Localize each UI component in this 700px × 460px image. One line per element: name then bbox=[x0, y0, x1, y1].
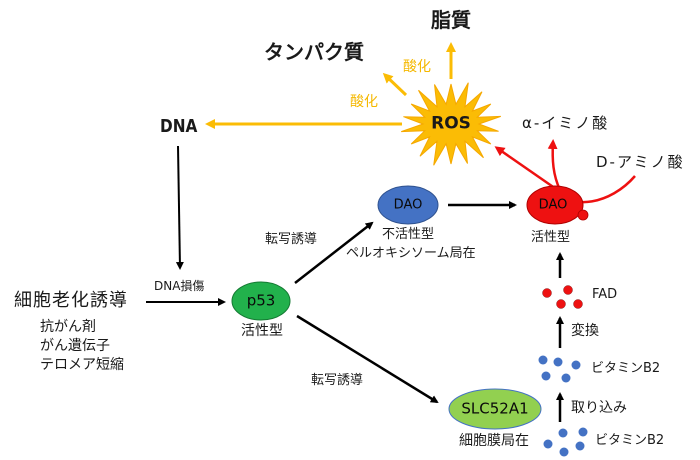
vitamin-dot bbox=[543, 439, 553, 449]
slc52a1-node[interactable] bbox=[448, 388, 542, 430]
vitamin-b2-outer-dots bbox=[543, 427, 588, 457]
conversion-label: 変換 bbox=[571, 323, 599, 339]
transcription-label-dao: 転写誘導 bbox=[265, 232, 318, 247]
fad-dot bbox=[556, 299, 566, 309]
lipid-label: 脂質 bbox=[431, 8, 471, 32]
dao-active-text: DAO bbox=[538, 197, 568, 213]
slc52a1-text: SLC52A1 bbox=[461, 399, 529, 418]
dao-active-state: 活性型 bbox=[531, 230, 571, 245]
vitamin-dot bbox=[559, 447, 569, 457]
alpha-imino-acid-label: α-イミノ酸 bbox=[522, 114, 610, 132]
protein-label: タンパク質 bbox=[264, 40, 364, 64]
fad-dot bbox=[563, 285, 573, 295]
oxidation-label-dna: 酸化 bbox=[350, 94, 378, 110]
fad-dot bbox=[542, 288, 552, 298]
fad-cofactor-dot bbox=[577, 209, 589, 221]
d-amino-acid-label: D-アミノ酸 bbox=[596, 153, 685, 171]
cause-anticancer: 抗がん剤 bbox=[40, 319, 96, 335]
senescence-label: 細胞老化誘導 bbox=[14, 290, 128, 311]
dna-label: DNA bbox=[160, 116, 198, 137]
vitamin-dot bbox=[553, 357, 563, 367]
arrow-dna-down bbox=[175, 145, 184, 270]
vitamin-dot bbox=[538, 355, 548, 365]
dao-inactive-location: ペルオキシソーム局在 bbox=[346, 246, 476, 261]
dna-damage-label: DNA損傷 bbox=[154, 279, 205, 293]
vitamin-dot bbox=[578, 427, 588, 437]
ros-starburst bbox=[401, 82, 501, 166]
fad-dot bbox=[573, 299, 583, 309]
arrow-p53-to-slc bbox=[296, 314, 439, 404]
fad-dots bbox=[542, 285, 583, 309]
arrow-p53-to-dao bbox=[294, 221, 374, 284]
p53-text: p53 bbox=[246, 291, 276, 310]
ros-label: ROS bbox=[431, 113, 471, 134]
vitamin-dot bbox=[561, 373, 571, 383]
vitamin-dot bbox=[558, 428, 568, 438]
p53-node[interactable] bbox=[231, 281, 291, 321]
vitamin-dot bbox=[571, 360, 581, 370]
vitamin-dot bbox=[541, 371, 551, 381]
dao-active-node[interactable] bbox=[526, 185, 584, 225]
p53-state: 活性型 bbox=[241, 323, 283, 339]
oxidation-label-protein: 酸化 bbox=[403, 59, 431, 75]
dao-inactive-text: DAO bbox=[393, 197, 423, 213]
vitamin-b2-inner-dots bbox=[538, 355, 581, 383]
dao-inactive-node[interactable] bbox=[377, 185, 439, 225]
cause-oncogene: がん遺伝子 bbox=[40, 338, 110, 354]
fad-label: FAD bbox=[592, 287, 618, 302]
uptake-label: 取り込み bbox=[571, 400, 627, 416]
dao-inactive-state: 不活性型 bbox=[382, 227, 435, 242]
cause-telomere: テロメア短縮 bbox=[40, 357, 124, 373]
vitamin-b2-outer-label: ビタミンB2 bbox=[595, 433, 665, 448]
transcription-label-slc: 転写誘導 bbox=[311, 373, 364, 388]
slc52a1-location: 細胞膜局在 bbox=[459, 433, 529, 449]
vitamin-b2-inner-label: ビタミンB2 bbox=[591, 361, 661, 376]
arrow-ros-to-protein bbox=[382, 72, 408, 97]
vitamin-dot bbox=[575, 441, 585, 451]
